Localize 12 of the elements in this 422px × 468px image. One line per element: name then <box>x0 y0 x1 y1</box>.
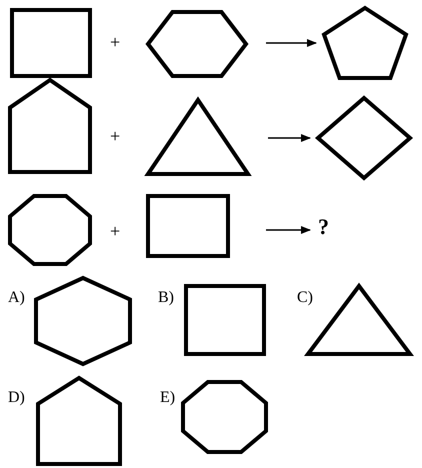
option-letter: D) <box>8 390 25 406</box>
question-mark: ? <box>318 214 329 239</box>
arrow <box>268 134 311 142</box>
option-letter: A) <box>8 290 25 306</box>
plus-sign: + <box>110 222 120 240</box>
plus-sign: + <box>110 127 120 145</box>
plus-sign: + <box>110 33 120 51</box>
option-letter: E) <box>160 390 176 406</box>
arrow <box>266 226 311 234</box>
arrow <box>266 39 317 47</box>
option-letter: B) <box>158 290 174 306</box>
option-letter: C) <box>297 290 313 306</box>
